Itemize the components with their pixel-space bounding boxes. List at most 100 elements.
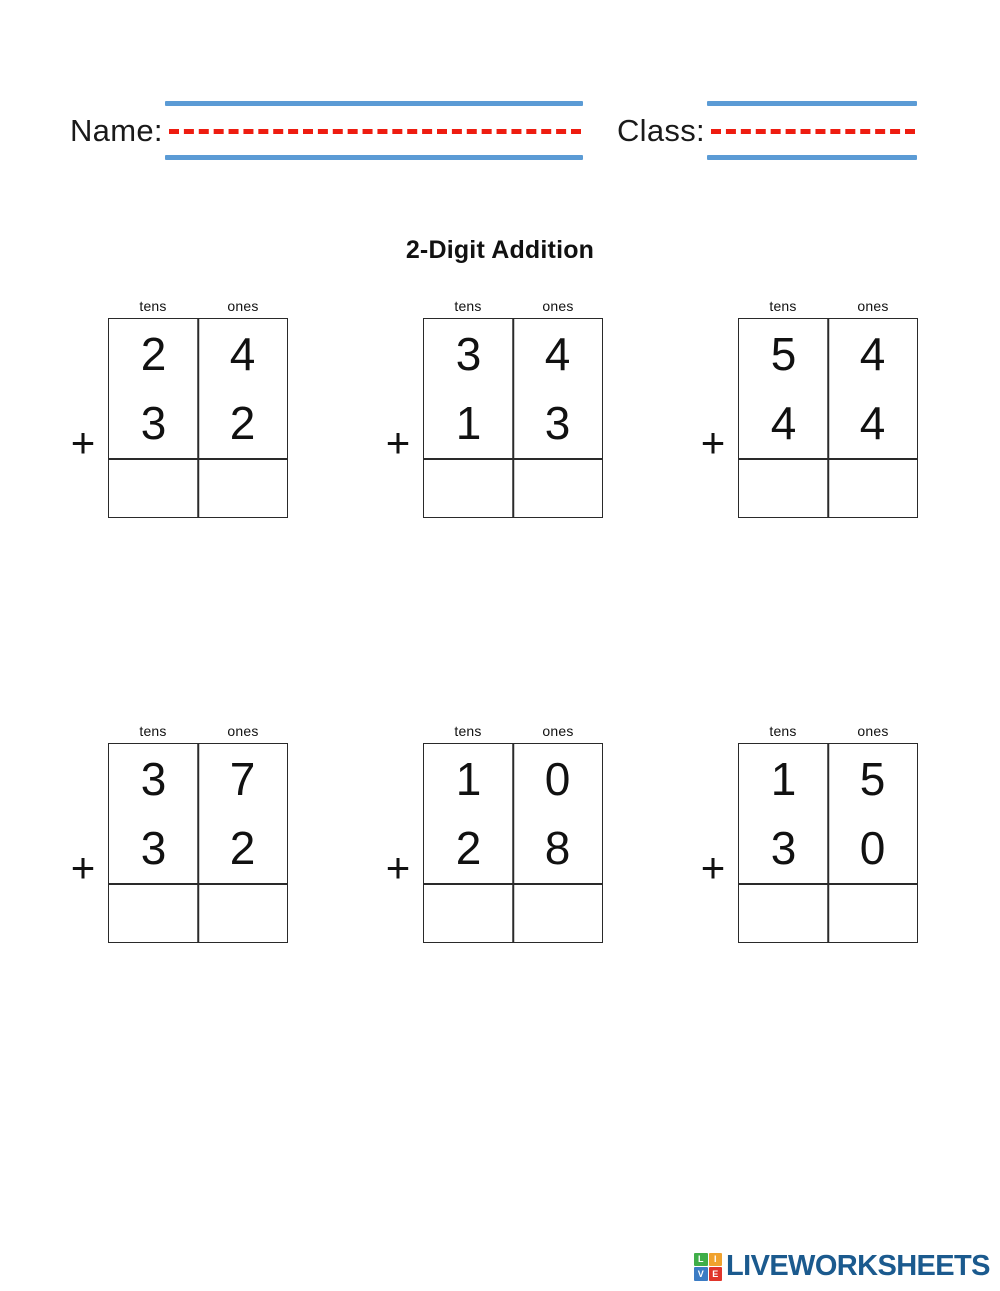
addend2-tens: 3	[770, 821, 797, 874]
column-headings: tens ones	[108, 723, 288, 739]
column-headings: tens ones	[108, 298, 288, 314]
class-label: Class:	[617, 113, 705, 148]
tens-heading: tens	[769, 298, 797, 314]
answer-row[interactable]	[739, 884, 917, 942]
addend1-tens: 1	[770, 752, 797, 805]
addend2-row: 4 4	[739, 388, 917, 457]
addend1-row: 1 0	[424, 744, 602, 813]
place-value-grid: 3 7 3 2	[108, 743, 288, 943]
addend1-row: 3 4	[424, 319, 602, 388]
addend2-ones: 4	[859, 396, 886, 449]
answer-tens-input[interactable]	[109, 884, 198, 942]
name-rule-bottom	[164, 155, 583, 160]
answer-row[interactable]	[424, 459, 602, 517]
answer-tens-input[interactable]	[739, 884, 828, 942]
addend2-ones: 0	[859, 821, 886, 874]
addend1-ones: 4	[544, 327, 571, 380]
addend2-ones: 2	[229, 396, 256, 449]
tens-heading: tens	[454, 723, 482, 739]
addend1-ones: 4	[859, 327, 886, 380]
plus-icon: +	[700, 419, 726, 466]
column-headings: tens ones	[738, 298, 918, 314]
worksheet-header: Name: Class:	[0, 86, 1000, 176]
sum-divider	[109, 883, 287, 885]
name-label: Name:	[70, 113, 163, 148]
sum-divider	[424, 458, 602, 460]
sum-divider	[739, 458, 917, 460]
answer-ones-input[interactable]	[198, 884, 287, 942]
answer-row[interactable]	[109, 884, 287, 942]
ones-heading: ones	[857, 298, 889, 314]
problem-row: + tens ones 2 4 3 2	[0, 298, 1000, 568]
ones-heading: ones	[227, 298, 259, 314]
column-divider	[512, 744, 514, 942]
class-rule-top	[706, 101, 917, 106]
place-value-grid-wrap: tens ones 1 0 2 8	[423, 723, 603, 943]
addend1-row: 2 4	[109, 319, 287, 388]
answer-tens-input[interactable]	[739, 459, 828, 517]
sum-divider	[739, 883, 917, 885]
class-input-dashed-line[interactable]	[710, 129, 915, 134]
class-input-line-group[interactable]	[706, 91, 917, 171]
plus-icon: +	[70, 419, 96, 466]
answer-row[interactable]	[109, 459, 287, 517]
column-divider	[197, 744, 199, 942]
place-value-grid: 1 0 2 8	[423, 743, 603, 943]
name-field-group: Name:	[70, 86, 583, 176]
addend1-tens: 2	[140, 327, 167, 380]
place-value-grid: 1 5 3 0	[738, 743, 918, 943]
answer-ones-input[interactable]	[198, 459, 287, 517]
class-field-group: Class:	[617, 86, 917, 176]
addend1-tens: 3	[455, 327, 482, 380]
answer-row[interactable]	[424, 884, 602, 942]
addend1-tens: 5	[770, 327, 797, 380]
answer-ones-input[interactable]	[828, 884, 917, 942]
addend2-tens: 2	[455, 821, 482, 874]
plus-icon: +	[70, 844, 96, 891]
liveworksheets-tiles-icon: L I V E	[694, 1252, 722, 1281]
addend2-row: 3 0	[739, 813, 917, 882]
problem-3: + tens ones 5 4 4 4	[696, 298, 918, 568]
column-divider	[197, 319, 199, 517]
name-rule-top	[164, 101, 583, 106]
tens-heading: tens	[139, 723, 167, 739]
answer-ones-input[interactable]	[513, 884, 602, 942]
class-rule-bottom	[706, 155, 917, 160]
answer-tens-input[interactable]	[109, 459, 198, 517]
addend2-ones: 2	[229, 821, 256, 874]
addend2-row: 3 2	[109, 813, 287, 882]
ones-heading: ones	[857, 723, 889, 739]
problem-6: + tens ones 1 5 3 0	[696, 723, 918, 993]
plus-icon: +	[385, 844, 411, 891]
liveworksheets-logo[interactable]: L I V E LIVEWORKSHEETS	[694, 1250, 991, 1283]
answer-tens-input[interactable]	[424, 884, 513, 942]
ones-heading: ones	[542, 723, 574, 739]
addend2-row: 3 2	[109, 388, 287, 457]
addend1-ones: 4	[229, 327, 256, 380]
addend1-ones: 5	[859, 752, 886, 805]
answer-row[interactable]	[739, 459, 917, 517]
problem-5: + tens ones 1 0 2 8	[381, 723, 603, 993]
problem-2: + tens ones 3 4 1 3	[381, 298, 603, 568]
tens-heading: tens	[139, 298, 167, 314]
addend2-tens: 3	[140, 396, 167, 449]
answer-tens-input[interactable]	[424, 459, 513, 517]
name-input-line-group[interactable]	[164, 91, 583, 171]
problem-row: + tens ones 3 7 3 2	[0, 723, 1000, 993]
answer-ones-input[interactable]	[513, 459, 602, 517]
column-divider	[827, 744, 829, 942]
liveworksheets-wordmark: LIVEWORKSHEETS	[726, 1250, 991, 1282]
addend1-row: 3 7	[109, 744, 287, 813]
addend1-tens: 1	[455, 752, 482, 805]
name-input-dashed-line[interactable]	[168, 129, 581, 134]
place-value-grid-wrap: tens ones 2 4 3 2	[108, 298, 288, 518]
addend2-tens: 3	[140, 821, 167, 874]
ones-heading: ones	[542, 298, 574, 314]
addend2-tens: 4	[770, 396, 797, 449]
logo-tile-i: I	[708, 1252, 722, 1266]
problems-area: + tens ones 2 4 3 2	[0, 298, 1000, 1018]
problem-1: + tens ones 2 4 3 2	[66, 298, 288, 568]
answer-ones-input[interactable]	[828, 459, 917, 517]
ones-heading: ones	[227, 723, 259, 739]
plus-icon: +	[385, 419, 411, 466]
